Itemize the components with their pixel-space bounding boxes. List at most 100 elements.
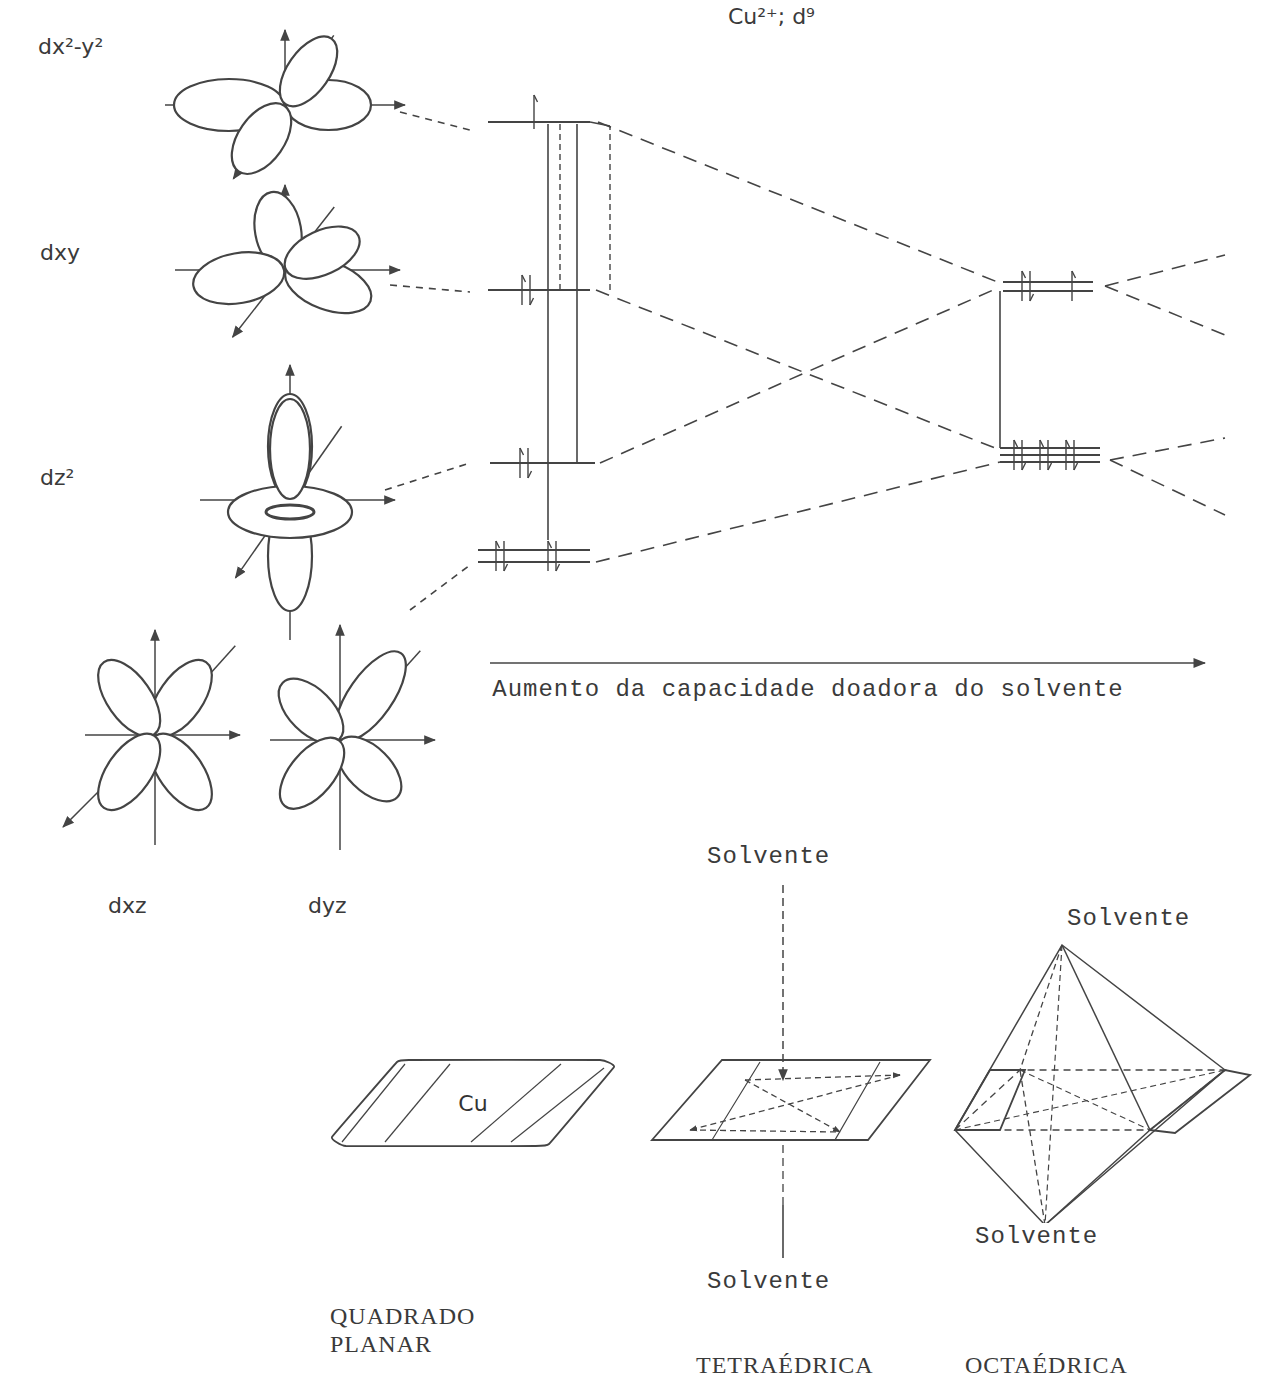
electron-arrow xyxy=(519,448,520,478)
octahedron-edge xyxy=(1020,1070,1045,1225)
correlation-line xyxy=(596,462,1000,562)
electron-arrow xyxy=(527,448,528,478)
electron-arrow xyxy=(520,448,524,455)
correlation-line xyxy=(598,122,1000,283)
transition-line xyxy=(559,124,560,290)
orbital-lobe xyxy=(270,399,310,499)
orbital-lobe xyxy=(220,93,304,185)
plane-hatch xyxy=(652,1062,760,1140)
octahedron-edge xyxy=(1045,1130,1150,1225)
electron-arrow xyxy=(503,541,504,571)
orbital-label: dxy xyxy=(40,240,80,265)
trend-label: Aumento da capacidade doadora do solvent… xyxy=(488,676,1128,704)
energy-level xyxy=(1003,290,1093,292)
electron-arrow xyxy=(1040,440,1044,447)
ion-label: Cu²⁺; d⁹ xyxy=(728,4,815,29)
orbital-lobe xyxy=(86,723,173,820)
geometry-label: OCTAÉDRICA xyxy=(965,1352,1128,1380)
electron-arrow xyxy=(529,275,530,305)
correlation-line xyxy=(1105,286,1225,335)
electron-arrow xyxy=(1073,440,1074,470)
tetrahedron-edge xyxy=(690,1130,840,1132)
electron-arrow xyxy=(555,541,556,571)
electron-arrow xyxy=(1047,440,1048,470)
electron-arrow xyxy=(1066,440,1070,447)
octahedron-axis xyxy=(1045,945,1062,1225)
energy-level xyxy=(1000,447,1100,449)
plane-label: Cu xyxy=(458,1091,487,1116)
energy-level xyxy=(478,549,590,551)
plane-hatch xyxy=(342,1064,405,1142)
transition-line xyxy=(999,291,1001,448)
orbital-label: dx²-y² xyxy=(38,34,103,59)
electron-arrow xyxy=(1048,463,1052,470)
energy-level xyxy=(1000,461,1100,463)
electron-arrow xyxy=(528,471,532,478)
electron-arrow xyxy=(547,541,548,571)
electron-arrow xyxy=(1013,440,1014,470)
correlation-line xyxy=(1105,255,1225,286)
electron-arrow xyxy=(504,564,508,571)
solvent-label: Solvente xyxy=(972,1223,1101,1251)
electron-arrow xyxy=(1072,271,1076,278)
energy-level xyxy=(478,561,590,563)
solvent-approach xyxy=(782,1145,783,1205)
octahedron-edge xyxy=(1020,945,1062,1070)
leader-line xyxy=(400,112,470,130)
geometry-label: QUADRADO PLANAR xyxy=(330,1303,510,1358)
electron-arrow xyxy=(548,541,552,548)
solvent-label: Solvente xyxy=(704,1268,833,1296)
electron-arrow xyxy=(495,541,496,571)
electron-arrow xyxy=(1039,440,1040,470)
solvent-label: Solvente xyxy=(1064,905,1193,933)
transition-line xyxy=(547,124,549,540)
electron-arrow xyxy=(522,275,526,282)
energy-level xyxy=(1000,454,1100,456)
electron-arrow xyxy=(1021,271,1022,301)
leader-line xyxy=(390,285,470,292)
electron-arrow xyxy=(530,298,534,305)
solvent-approach xyxy=(782,885,784,1080)
correlation-line xyxy=(600,287,1000,463)
orbital-label: dz² xyxy=(40,465,74,490)
octahedron-edge xyxy=(1062,945,1150,1130)
orbital-lobe xyxy=(86,649,173,746)
tetrahedron-edge xyxy=(745,1080,840,1132)
electron-arrow xyxy=(556,564,560,571)
electron-arrow xyxy=(1022,271,1026,278)
electron-arrow xyxy=(534,95,538,102)
octahedron-diagonal xyxy=(955,1070,1225,1130)
electron-arrow xyxy=(521,275,522,305)
octahedron-edge xyxy=(955,945,1225,1130)
solvent-approach xyxy=(782,1205,784,1258)
correlation-line xyxy=(1110,460,1225,515)
transition-line xyxy=(576,124,578,463)
octahedron-edge xyxy=(955,1070,1225,1225)
orbital-lobe xyxy=(189,246,288,311)
electron-arrow xyxy=(1074,463,1078,470)
orbital-lobe xyxy=(268,394,312,499)
electron-arrow xyxy=(1071,271,1072,301)
plane-hatch xyxy=(835,1062,880,1140)
trend-arrow xyxy=(490,662,1205,664)
energy-level xyxy=(488,289,590,291)
electron-arrow xyxy=(1029,271,1030,301)
plane-hatch xyxy=(385,1064,450,1142)
metal-plane-node: Cu xyxy=(330,1058,616,1148)
electron-arrow xyxy=(1065,440,1066,470)
energy-level xyxy=(1003,281,1093,283)
energy-level xyxy=(490,462,595,464)
metal-plane xyxy=(1150,1070,1250,1133)
geometry-label: TETRAÉDRICA xyxy=(696,1352,874,1380)
electron-arrow xyxy=(496,541,500,548)
leader-line xyxy=(410,565,470,610)
electron-arrow xyxy=(1014,440,1018,447)
octahedron-equator xyxy=(955,1070,1225,1130)
electron-arrow xyxy=(1022,463,1026,470)
orbital-label: dyz xyxy=(308,893,347,918)
orbital-label: dxz xyxy=(108,893,147,918)
orbital-torus-core xyxy=(266,505,314,519)
orbital-lobe xyxy=(277,216,368,290)
octahedron-diagonal xyxy=(1020,1070,1150,1130)
